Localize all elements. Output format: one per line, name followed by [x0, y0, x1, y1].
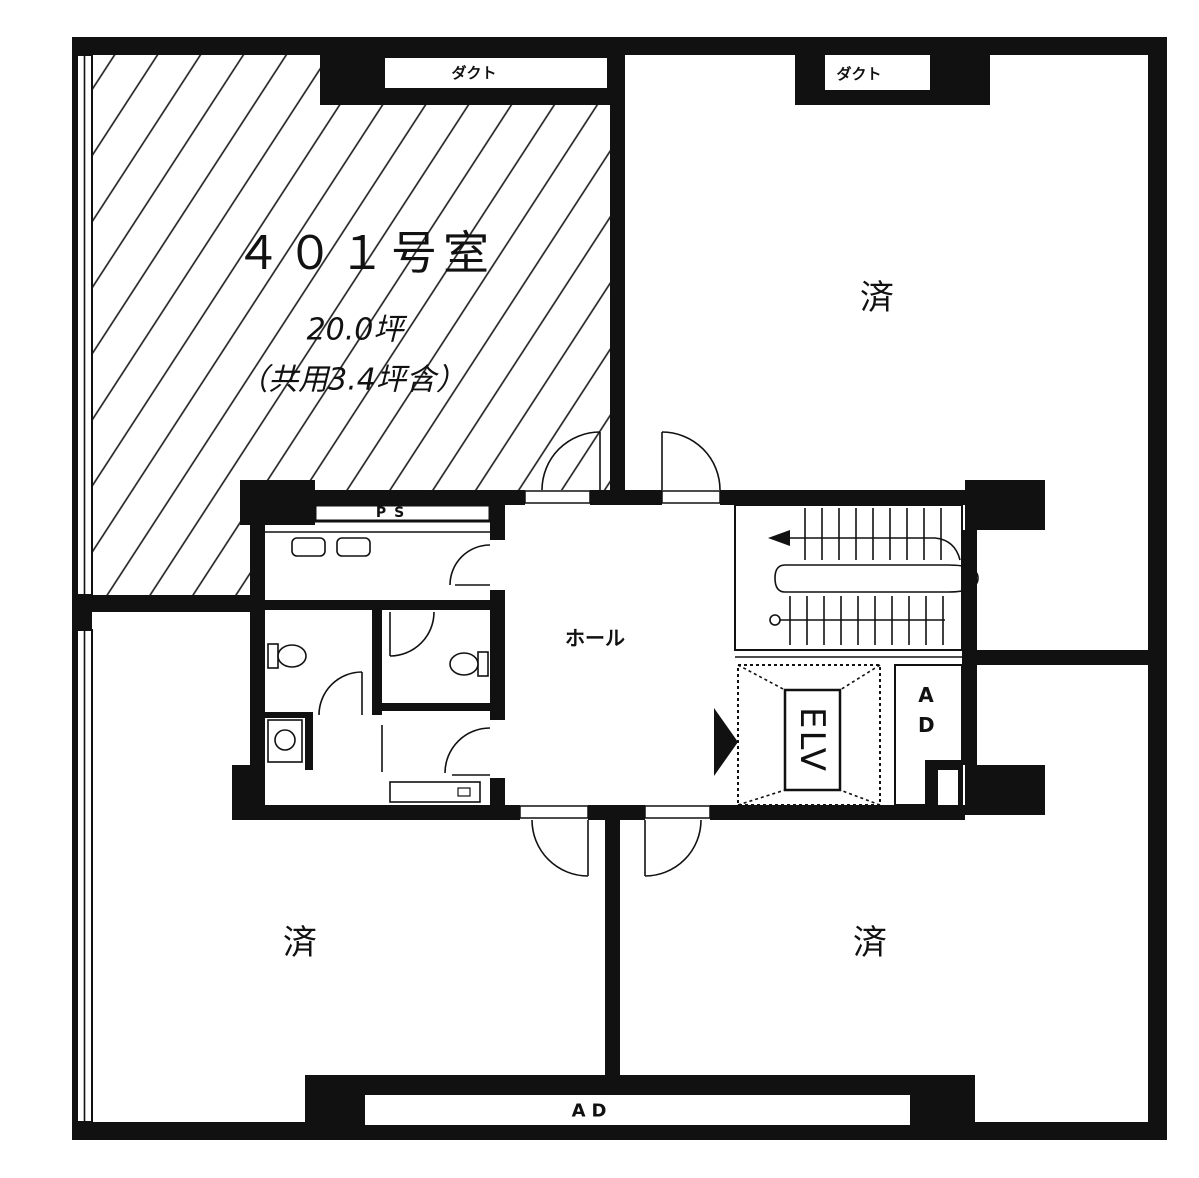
column-core-sw: [232, 765, 265, 820]
door-wc-left: [318, 671, 363, 716]
elevator-cross: [737, 789, 786, 806]
door-washroom: [449, 544, 491, 586]
door-swing-arc: [444, 727, 491, 774]
air-duct-south-label: AD: [572, 1101, 613, 1122]
duct-west-box: [385, 58, 607, 88]
cleaning-sink-faucet: [457, 787, 471, 797]
wall-401-south: [72, 595, 265, 612]
door-swing-arc: [449, 544, 491, 586]
door-swing-arc: [318, 671, 363, 716]
staircase-outline: [734, 504, 963, 651]
elevator-cross: [839, 789, 881, 806]
door-threshold-nw: [524, 490, 591, 504]
stair-direction-arrowhead: [768, 530, 790, 546]
wall-hall-west-1: [490, 505, 505, 540]
wall-core-north-3: [720, 490, 965, 505]
wall-washroom-partition: [305, 712, 313, 770]
door-swing-arc: [644, 819, 702, 877]
pipe-shaft-label: PS: [376, 505, 412, 521]
door-wc-right: [389, 611, 435, 657]
vanity-basin-right: [336, 537, 371, 557]
elevator: ELV: [714, 664, 881, 806]
door-swing-arc: [661, 431, 721, 491]
duct-west-label: ダクト: [451, 64, 496, 82]
elevator-label: ELV: [792, 707, 832, 773]
room-se-status: 済: [853, 923, 887, 963]
stair-handrail: [774, 564, 979, 593]
unit-401-common-area-note: （共用3.4坪含）: [238, 363, 466, 398]
west-wall: [72, 37, 77, 1140]
door-swing-arc: [541, 431, 601, 491]
north-wall: [72, 37, 1167, 55]
duct-east-box: [825, 55, 930, 90]
air-duct-shaft-small-label: AD: [918, 683, 935, 737]
air-duct-south-box: [365, 1095, 910, 1125]
wall-wc-partition: [372, 610, 382, 715]
elevator-cross: [737, 664, 786, 691]
wall-center-north: [610, 55, 625, 505]
column-core-ne: [965, 480, 1045, 530]
toilet-right-tank: [477, 651, 489, 677]
toilet-fixtures: [265, 531, 490, 803]
room-sw-status: 済: [283, 923, 317, 963]
wall-toilet-west: [250, 525, 265, 765]
column-core-nw: [240, 480, 315, 525]
wall-core-south-2: [588, 805, 645, 820]
duct-east: ダクト: [825, 55, 930, 90]
wall-core-south-3: [710, 805, 965, 820]
staircase: [734, 504, 979, 658]
door-utility: [381, 725, 491, 776]
door-swing-arc: [389, 611, 435, 657]
doors: [318, 431, 721, 877]
wall-hall-west-2: [490, 590, 505, 720]
elevator-entry-arrow: [714, 708, 738, 776]
vanity-basin-left: [291, 537, 326, 557]
west-windows: [72, 54, 93, 1123]
door-room-se: [644, 819, 702, 877]
door-room-ne: [661, 431, 721, 491]
cleaning-sink: [389, 781, 481, 803]
stair-steps: [789, 508, 944, 645]
door-swing-arc: [531, 819, 589, 877]
stair-direction-turn: [934, 537, 961, 561]
wall-east-room-divider: [977, 650, 1148, 665]
wall-core-east: [962, 530, 977, 765]
elevator-shaft: [737, 664, 881, 806]
duct-west: ダクト: [385, 58, 607, 88]
unit-401-name: ４０１号室: [235, 226, 495, 280]
room-ne-status: 済: [860, 278, 894, 318]
wall-core-north-2: [590, 490, 662, 505]
toilet-left-tank: [267, 643, 279, 669]
door-unit-401: [541, 431, 601, 491]
unit-401-hatched-area: [92, 55, 610, 595]
wall-wc-right-south: [382, 703, 490, 711]
air-duct-south: AD: [305, 1075, 975, 1140]
duct-east-label: ダクト: [836, 65, 881, 83]
pipe-shaft-box: [313, 503, 492, 523]
wall-wc-left-south: [265, 712, 305, 718]
wall-toilet-mid: [265, 600, 490, 610]
air-duct-shaft-small: [894, 664, 963, 810]
door-threshold-ne: [661, 490, 721, 504]
east-wall: [1148, 37, 1167, 1140]
wall-south-rooms-divider: [605, 820, 620, 1078]
stair-start-marker: [769, 614, 781, 626]
toilet-right-bowl: [449, 652, 479, 676]
elevator-cross: [839, 664, 881, 691]
door-threshold-sw: [519, 805, 589, 819]
wall-core-south-1: [265, 805, 520, 820]
hall-label: ホール: [565, 626, 625, 650]
door-threshold-se: [644, 805, 711, 819]
pipe-shaft: PS: [313, 503, 492, 523]
hand-sink-basin: [274, 729, 296, 751]
door-room-sw: [531, 819, 589, 877]
elevator-car: [783, 688, 842, 792]
unit-401-labels: ４０１号室 20.0坪 （共用3.4坪含）: [235, 226, 495, 398]
unit-401-area: 20.0坪: [307, 313, 408, 348]
column-core-se: [965, 765, 1045, 815]
air-duct-shaft-opening: [938, 770, 958, 805]
toilet-left-bowl: [277, 644, 307, 668]
